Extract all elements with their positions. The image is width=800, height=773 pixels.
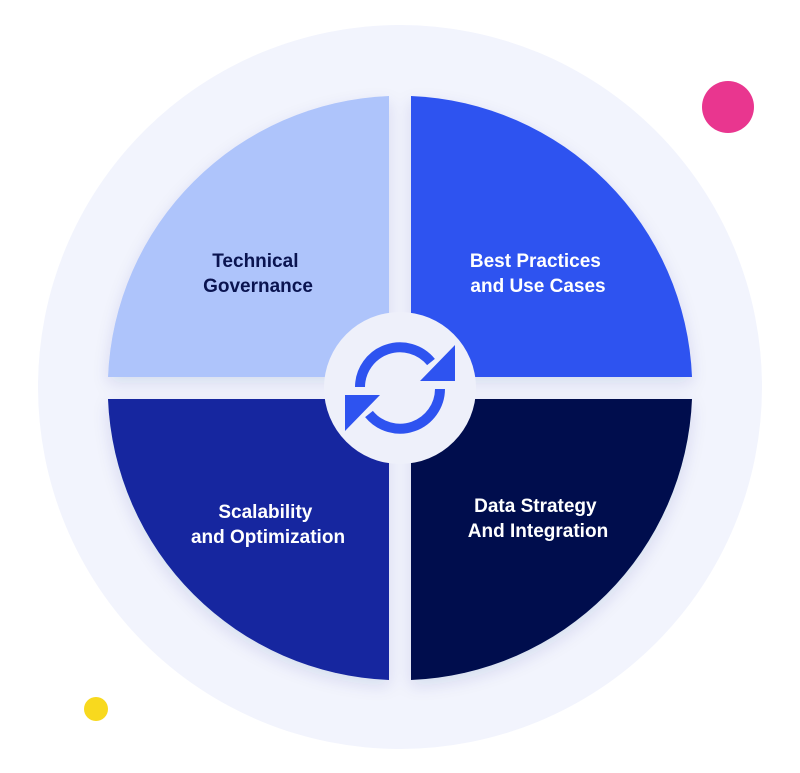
- segment-scalability-optimization: [108, 399, 389, 680]
- refresh-cycle-icon: [355, 342, 445, 434]
- segment-label-best-practices: Best Practices and Use Cases: [470, 251, 606, 297]
- segment-label-line: Scalability: [218, 502, 312, 523]
- segment-label-line: Governance: [203, 276, 313, 297]
- segment-best-practices: [411, 96, 692, 377]
- segment-label-technical-governance: Technical Governance: [203, 251, 313, 297]
- refresh-arrowheads: [345, 345, 455, 431]
- center-circle: [324, 312, 476, 464]
- segment-label-line: and Optimization: [191, 527, 345, 548]
- yellow-dot: [84, 697, 108, 721]
- segment-technical-governance: [108, 96, 389, 377]
- pink-dot: [702, 81, 754, 133]
- segment-label-scalability-optimization: Scalability and Optimization: [191, 502, 345, 548]
- segment-label-line: Best Practices: [470, 251, 601, 272]
- segment-label-line: Technical: [212, 251, 298, 272]
- segment-label-data-strategy: Data Strategy And Integration: [468, 496, 608, 542]
- segment-label-line: Data Strategy: [474, 496, 597, 517]
- segment-label-line: And Integration: [468, 521, 608, 542]
- segment-data-strategy: [411, 399, 692, 680]
- segment-label-line: and Use Cases: [470, 276, 605, 297]
